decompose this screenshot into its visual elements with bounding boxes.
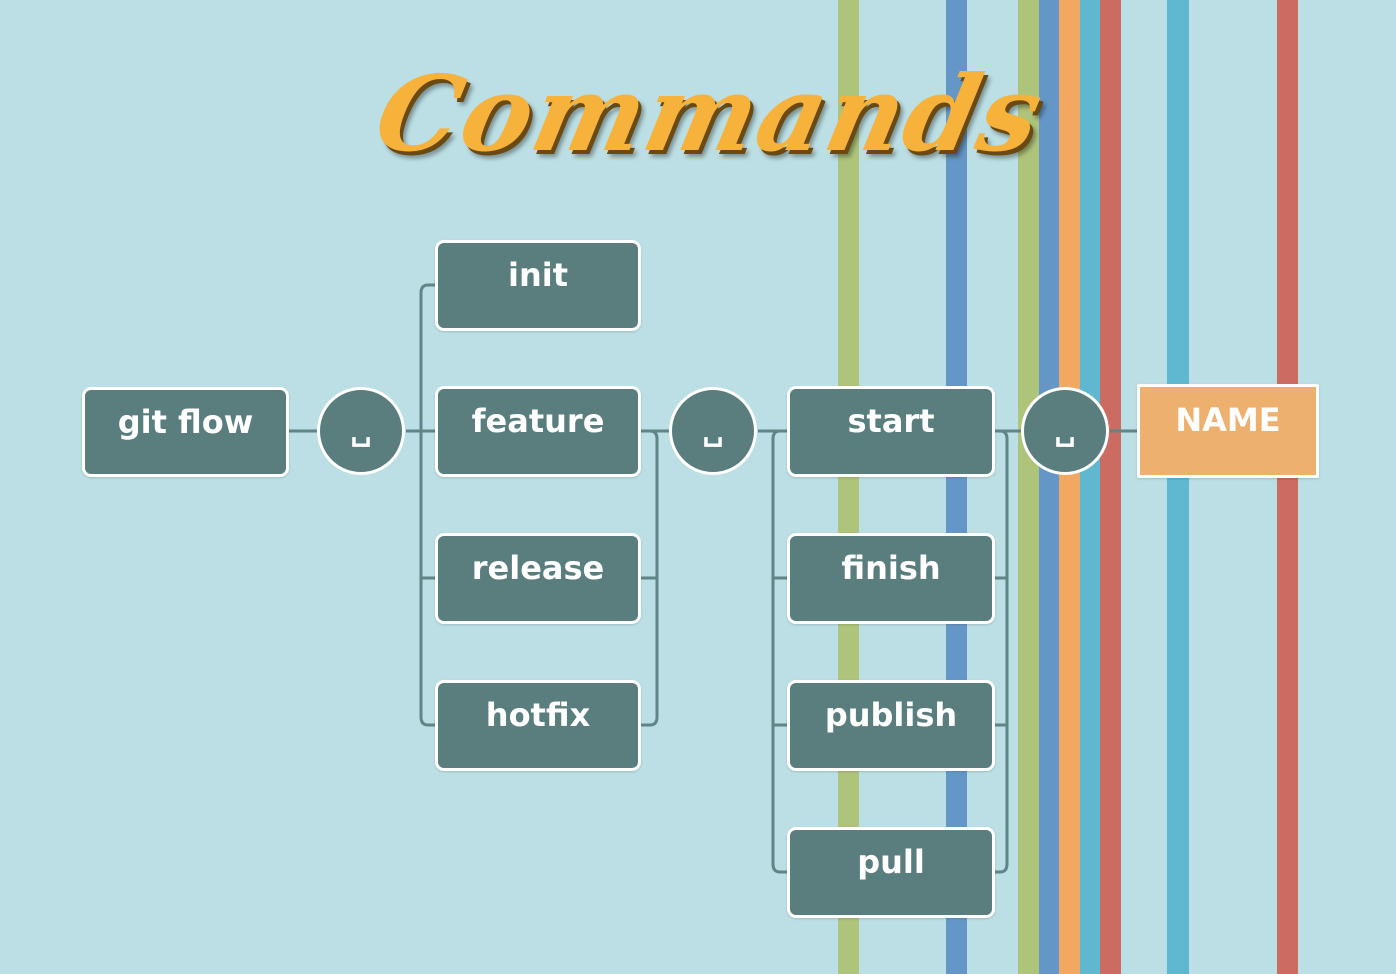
stripe-red-2 (1277, 0, 1298, 974)
separator-1: ␣ (317, 387, 405, 475)
separator-3: ␣ (1021, 387, 1109, 475)
node-feature: feature (435, 386, 641, 477)
stripe-blue-2 (1039, 0, 1059, 974)
node-hotfix: hotfix (435, 680, 641, 771)
page-title: Commands (365, 52, 1055, 175)
node-publish: publish (787, 680, 995, 771)
node-init: init (435, 240, 641, 331)
node-pull: pull (787, 827, 995, 918)
node-name-argument: NAME (1137, 384, 1319, 478)
node-git-flow: git flow (82, 387, 289, 477)
separator-2: ␣ (669, 387, 757, 475)
stripe-green-2 (1018, 0, 1039, 974)
rail-actions-right (993, 429, 1009, 874)
stripe-orange (1059, 0, 1080, 974)
node-start: start (787, 386, 995, 477)
rail-commands-left (419, 283, 436, 727)
node-finish: finish (787, 533, 995, 624)
stripe-cyan-2 (1167, 0, 1189, 974)
stripe-cyan-1 (1080, 0, 1100, 974)
stripe-red-1 (1100, 0, 1121, 974)
node-release: release (435, 533, 641, 624)
rail-actions-left (771, 429, 788, 874)
